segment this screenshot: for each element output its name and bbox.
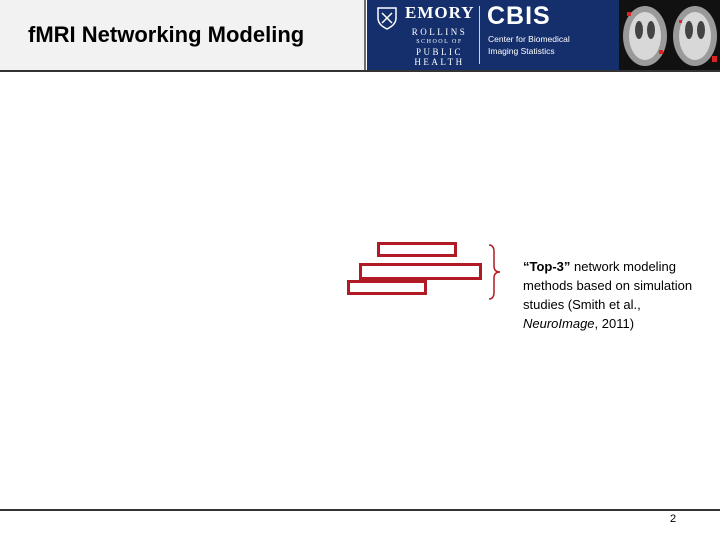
highlight-box-2 [359,263,482,280]
rollins-wordmark: ROLLINS SCHOOL OF PUBLIC HEALTH [407,27,472,67]
annotation-journal: NeuroImage [523,316,595,331]
annotation-body: network modeling methods based on simula… [523,259,693,312]
banner-divider [479,6,480,64]
slide-header: fMRI Networking Modeling EMORY ROLLINS S… [0,0,720,72]
right-brace-icon [488,244,501,300]
highlight-box-3 [347,280,427,295]
institution-banner: EMORY ROLLINS SCHOOL OF PUBLIC HEALTH CB… [367,0,720,70]
footer-rule [0,509,720,511]
header-rule [0,70,720,72]
cbis-subtitle: Center for Biomedical Imaging Statistics [488,33,618,57]
cbis-subtitle-line: Imaging Statistics [488,46,555,56]
page-number: 2 [670,513,677,525]
rollins-line: PUBLIC [415,47,463,57]
brain-scan-images [619,0,720,70]
rollins-line: HEALTH [414,57,465,67]
emory-shield-icon [377,7,397,30]
rollins-line: SCHOOL OF [416,39,463,45]
highlight-box-1 [377,242,457,257]
annotation-text: “Top-3” network modeling methods based o… [523,257,713,333]
annotation-tail: , 2011) [594,316,635,331]
title-box: fMRI Networking Modeling [0,0,366,70]
slide-title: fMRI Networking Modeling [28,22,305,47]
emory-wordmark: EMORY [405,3,475,22]
cbis-subtitle-line: Center for Biomedical [488,34,570,44]
rollins-line: ROLLINS [411,27,468,37]
annotation-quote: “Top-3” [523,259,571,274]
cbis-wordmark: CBIS [487,2,551,30]
